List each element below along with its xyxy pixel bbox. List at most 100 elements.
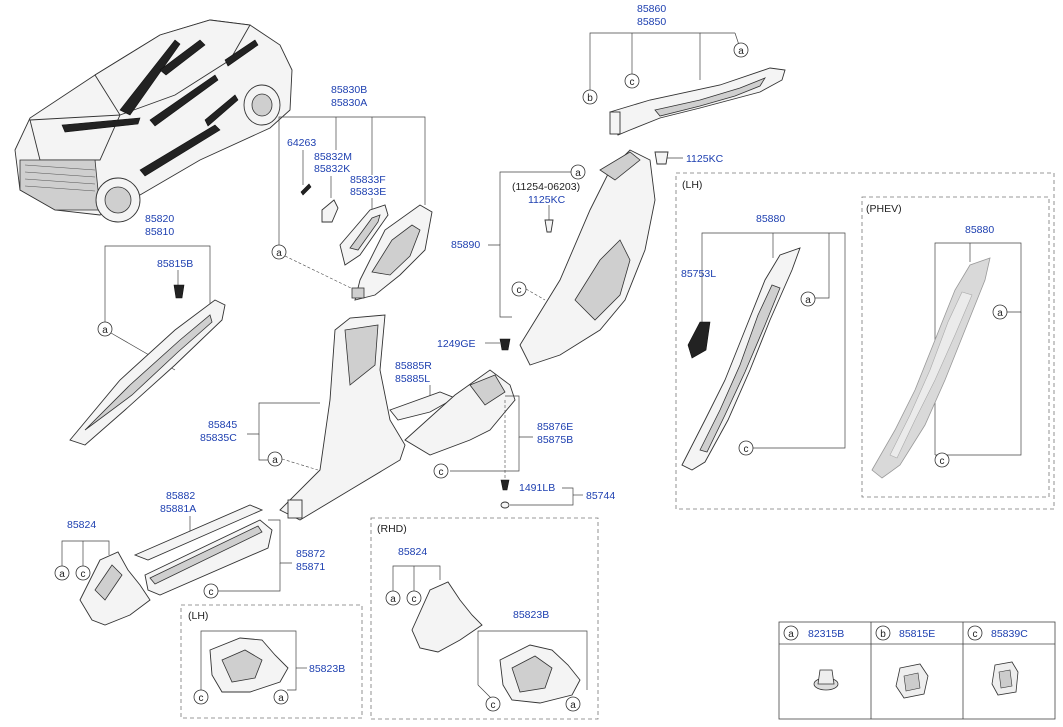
callout-a xyxy=(54,565,70,581)
lh-quarter-trim-box: (LH) 85880 85753L a c xyxy=(675,172,1055,510)
callout-letter: a xyxy=(575,168,581,179)
callout-letter: a xyxy=(272,455,278,466)
phev-quarter-trim-box: (PHEV) 85880 a c xyxy=(861,196,1050,498)
bracket-clip-icon xyxy=(991,661,1019,696)
part-label: 85824 xyxy=(398,546,427,558)
callout-letter: c xyxy=(744,444,749,455)
callout-a xyxy=(992,304,1008,320)
callout-letter: a xyxy=(276,248,282,259)
c-pillar-part xyxy=(519,149,656,366)
part-label: 85830A xyxy=(331,97,367,109)
part-label: 85824 xyxy=(67,519,96,531)
legend-item-c: c 85839C xyxy=(967,625,1028,696)
callout-a xyxy=(97,321,113,337)
legend-part-number: 82315B xyxy=(808,628,844,640)
kick-panel-group: 85824 a c xyxy=(54,519,151,626)
legend-part-number: 85815E xyxy=(899,628,935,640)
part-label: 1491LB xyxy=(519,482,555,494)
section-label: (LH) xyxy=(188,610,208,622)
part-label: 85880 xyxy=(756,213,785,225)
part-label: 85881A xyxy=(160,503,196,515)
part-label: 85830B xyxy=(331,84,367,96)
roof-side-trim-group: 85860 85850 a c b 1125KC xyxy=(582,3,786,165)
part-label: 85823B xyxy=(513,609,549,621)
part-label: (11254-06203) xyxy=(512,181,580,193)
part-label: 85815B xyxy=(157,258,193,270)
part-label: 1125KC xyxy=(686,153,724,165)
fastener-legend: a 82315B b 85815E c 85839C xyxy=(778,621,1056,720)
legend-item-a: a 82315B xyxy=(783,625,844,691)
part-label: 85882 xyxy=(166,490,195,502)
part-label: 85860 xyxy=(637,3,666,15)
part-label: 85875B xyxy=(537,434,573,446)
part-label: 85850 xyxy=(637,16,666,28)
callout-letter: a xyxy=(570,700,576,711)
callout-letter: a xyxy=(278,693,284,704)
part-label: 85876E xyxy=(537,421,573,433)
part-label: 85885R xyxy=(395,360,432,372)
callout-letter: a xyxy=(997,308,1003,319)
part-label: 64263 xyxy=(287,137,316,149)
callout-letter: c xyxy=(940,456,945,467)
a-pillar-trim-group: 85820 85810 85815B a xyxy=(69,213,226,446)
part-label: 85753L xyxy=(681,268,716,280)
callout-letter: c xyxy=(491,700,496,711)
retainer-clip-icon xyxy=(895,663,929,699)
section-label: (RHD) xyxy=(377,523,407,535)
callout-letter: a xyxy=(59,569,65,580)
callout-letter: a xyxy=(102,325,108,336)
callout-letter: a xyxy=(390,594,396,605)
callout-c xyxy=(433,463,449,479)
legend-letter: c xyxy=(973,629,978,640)
section-label: (PHEV) xyxy=(866,203,902,215)
kick-panel-part xyxy=(79,551,151,626)
vehicle-illustration xyxy=(14,19,293,223)
b-pillar-lower-part xyxy=(279,314,406,521)
scuff-plate-upper xyxy=(133,504,264,561)
callout-c xyxy=(406,590,422,606)
part-label: 85820 xyxy=(145,213,174,225)
callout-letter: c xyxy=(630,77,635,88)
callout-letter: a xyxy=(738,46,744,57)
callout-a xyxy=(733,42,749,58)
part-label: 85871 xyxy=(296,561,325,573)
part-label: 85835C xyxy=(200,432,237,444)
lh-quarter-trim-part xyxy=(681,247,801,471)
callout-letter: c xyxy=(209,587,214,598)
clip-icon xyxy=(813,669,839,691)
callout-letter: c xyxy=(439,467,444,478)
callout-a xyxy=(565,696,581,712)
rear-lower-trim-group: 1249GE 85885R 85885L 85876E 85875B c 149… xyxy=(389,338,615,509)
callout-letter: c xyxy=(517,285,522,296)
callout-letter: c xyxy=(81,569,86,580)
part-label: 85832K xyxy=(314,163,350,175)
callout-letter: c xyxy=(199,693,204,704)
callout-a xyxy=(385,590,401,606)
callout-c xyxy=(624,73,640,89)
lh-detail-box: (LH) 85823B c a xyxy=(180,604,363,719)
part-label: 85872 xyxy=(296,548,325,560)
pillar-trim-group: 85830B 85830A 64263 85832M 85832K 85833F… xyxy=(271,84,433,301)
callout-a xyxy=(800,291,816,307)
callout-c xyxy=(193,689,209,705)
part-label: 85833F xyxy=(350,174,386,186)
callout-c xyxy=(738,440,754,456)
callout-letter: b xyxy=(587,93,593,104)
rhd-kick-panel-part xyxy=(411,581,483,653)
callout-a xyxy=(273,689,289,705)
legend-part-number: 85839C xyxy=(991,628,1028,640)
callout-a xyxy=(271,244,287,260)
section-label: (LH) xyxy=(682,179,702,191)
callout-b xyxy=(582,89,598,105)
part-label: 85833E xyxy=(350,186,386,198)
callout-c xyxy=(203,583,219,599)
part-label: 85832M xyxy=(314,151,352,163)
part-label: 85845 xyxy=(208,419,237,431)
callout-letter: c xyxy=(412,594,417,605)
legend-letter: a xyxy=(788,629,794,640)
part-label: 1249GE xyxy=(437,338,476,350)
part-label: 85823B xyxy=(309,663,345,675)
callout-c xyxy=(75,565,91,581)
part-label: 85744 xyxy=(586,490,615,502)
